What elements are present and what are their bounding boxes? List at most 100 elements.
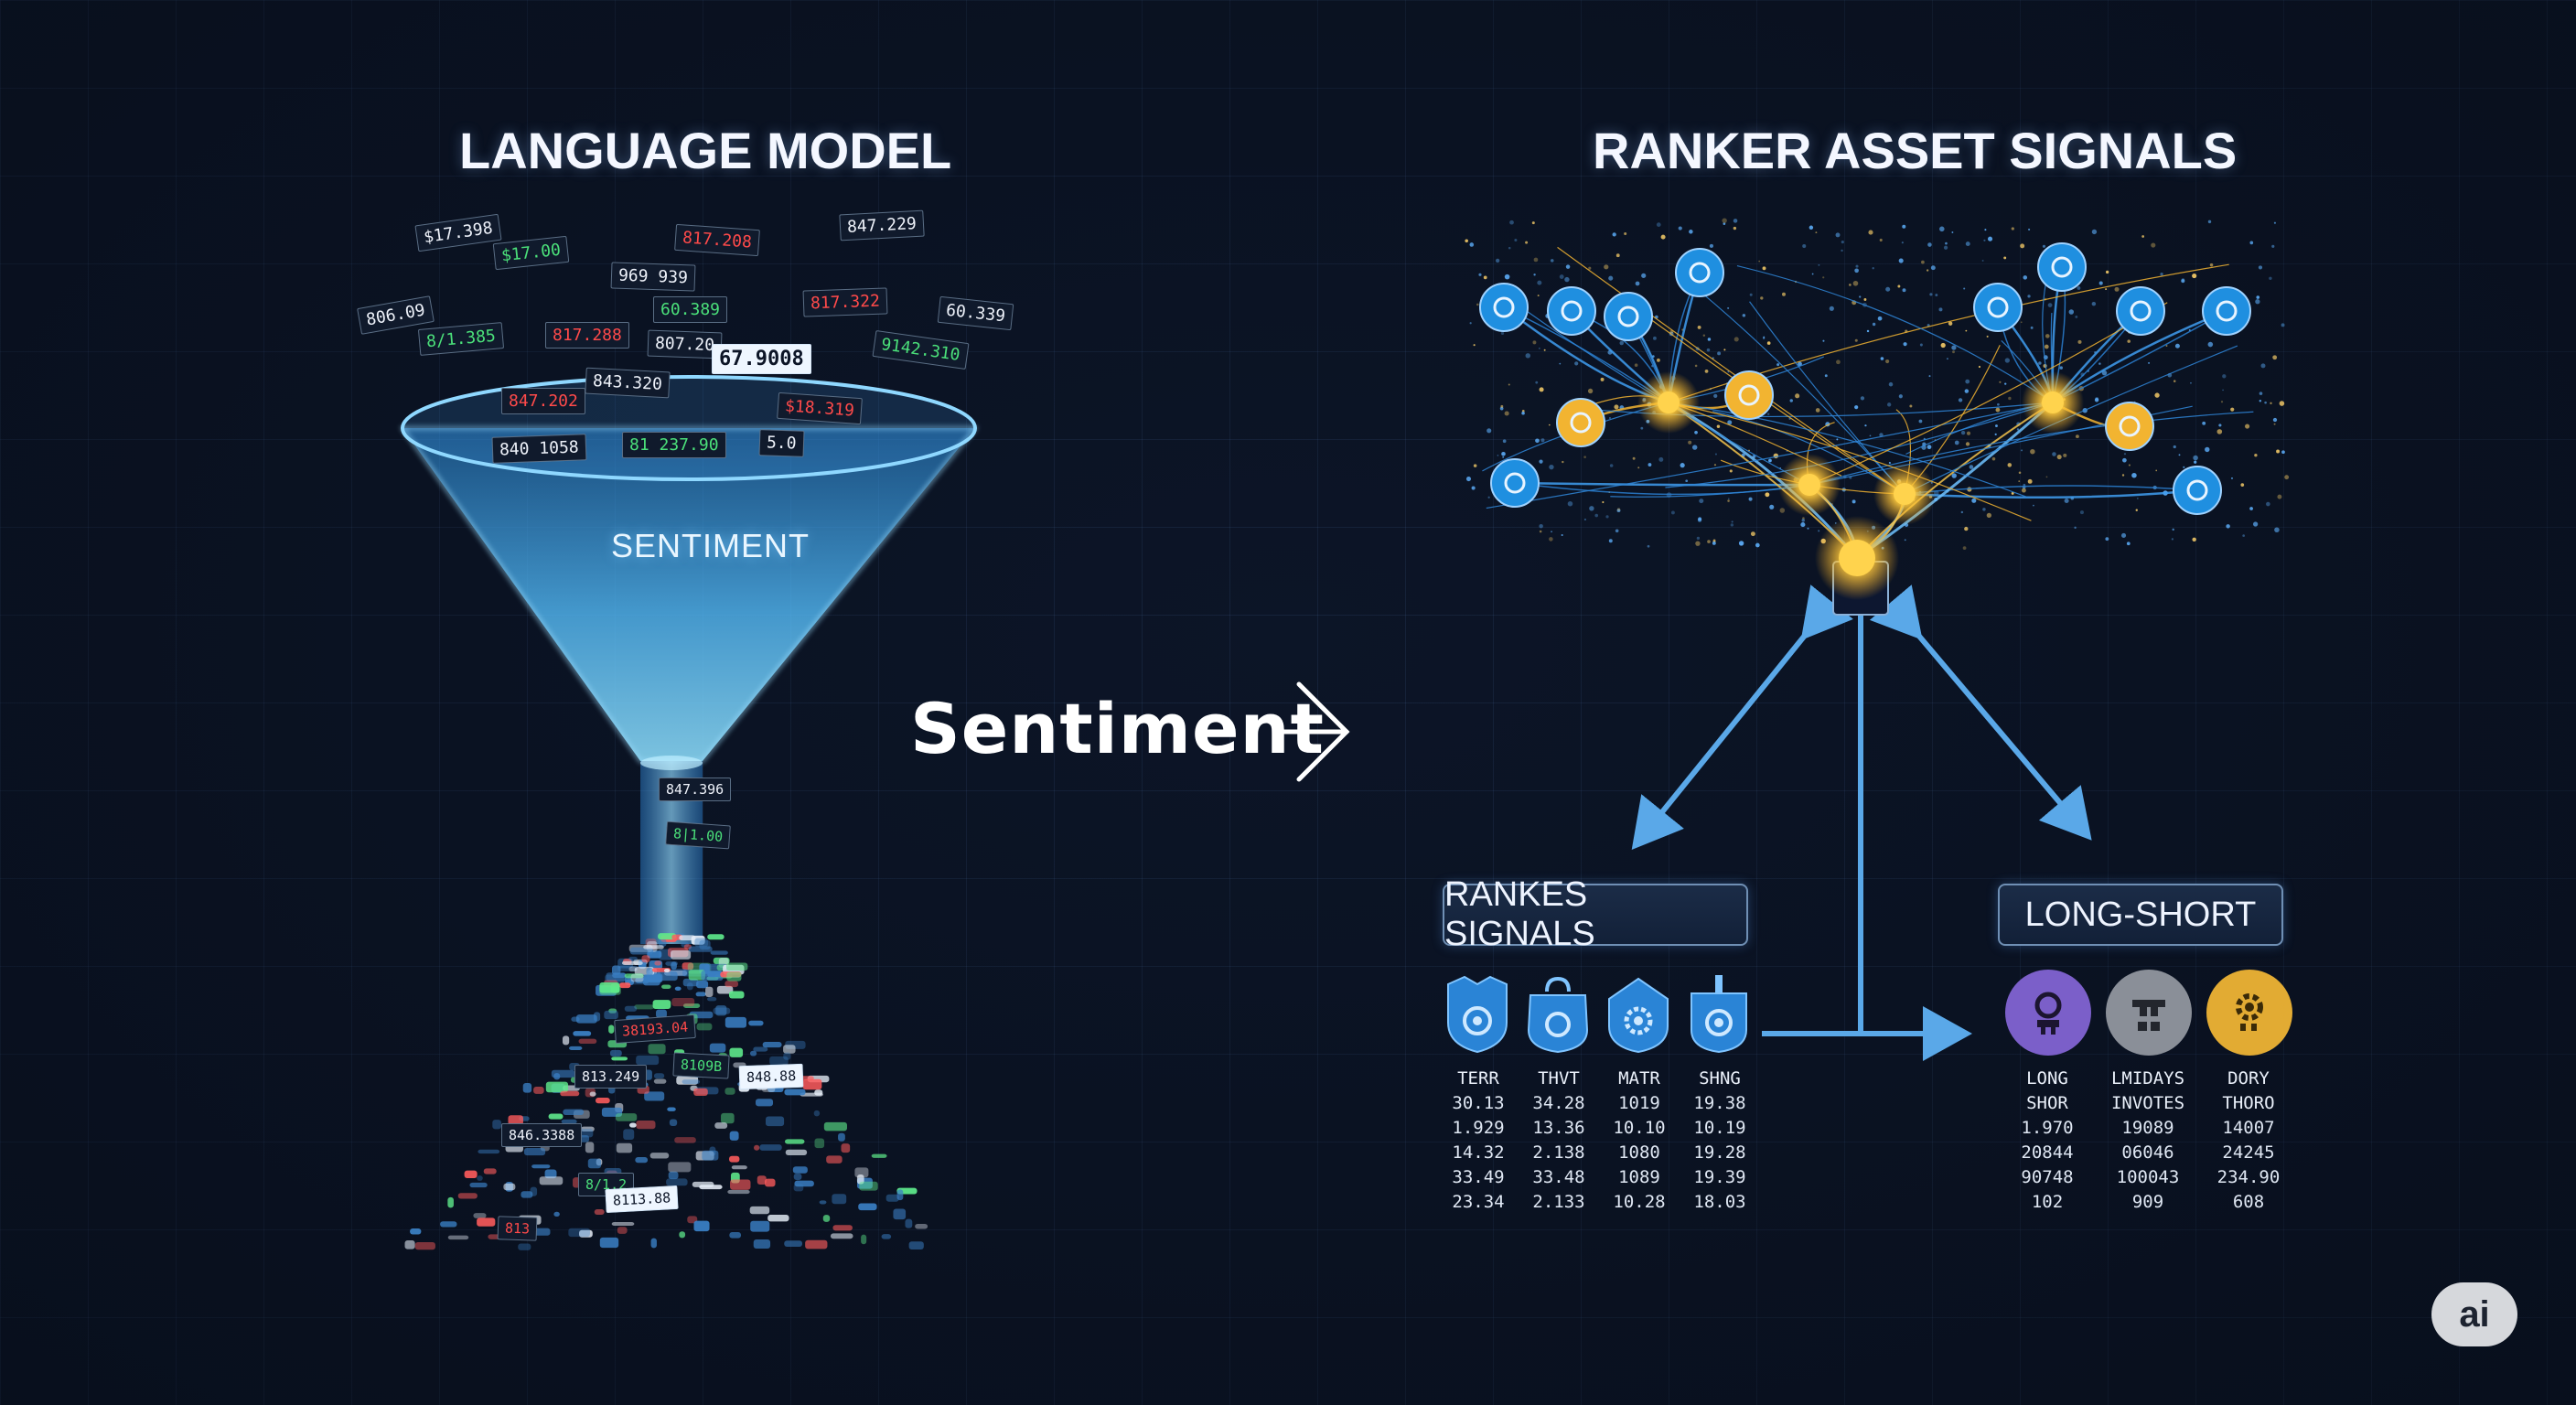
particle — [646, 967, 653, 976]
rankes-cell: 1089 — [1618, 1167, 1660, 1187]
particle — [886, 1194, 899, 1202]
particle — [823, 1121, 847, 1132]
network-dot — [1951, 473, 1957, 478]
network-dot — [1898, 258, 1904, 263]
network-dot — [2258, 265, 2263, 270]
particle — [624, 973, 644, 979]
network-dot — [1789, 399, 1793, 402]
network-dot — [2207, 341, 2214, 348]
particle — [832, 1225, 853, 1231]
blue-bag-icon — [1523, 975, 1593, 1054]
network-dot — [1964, 389, 1970, 393]
network-dot — [1918, 419, 1923, 424]
network-dot — [1762, 266, 1766, 271]
rankes-cell: 2.133 — [1532, 1192, 1585, 1212]
hub-node — [1839, 540, 1875, 576]
particle — [539, 1176, 564, 1185]
network-dot — [1537, 280, 1542, 285]
network-dot — [1969, 465, 1974, 469]
ai-badge[interactable]: ai — [2431, 1282, 2517, 1346]
network-dot — [1946, 358, 1948, 360]
network-dot — [1926, 269, 1929, 272]
particle — [654, 960, 661, 966]
network-dot — [1648, 463, 1652, 467]
network-dot — [1539, 459, 1543, 464]
data-tag: 81 237.90 — [622, 432, 726, 458]
network-dot — [1921, 260, 1925, 264]
particle — [682, 1079, 701, 1085]
network-dot — [1589, 506, 1594, 511]
particle — [764, 1178, 776, 1187]
network-dot — [1733, 337, 1739, 342]
network-dot — [2027, 478, 2033, 484]
network-dot — [1707, 540, 1711, 543]
network-dot — [1829, 306, 1834, 311]
network-dot — [1901, 241, 1904, 244]
network-dot — [1567, 500, 1573, 507]
particle — [822, 1215, 831, 1222]
network-dot — [2252, 521, 2259, 527]
network-dot — [1635, 281, 1640, 286]
network-dot — [1500, 404, 1504, 408]
network-dot — [2249, 241, 2254, 245]
particle — [688, 970, 705, 981]
gear-icon — [2206, 970, 2292, 1056]
network-dot — [2171, 538, 2174, 541]
particle — [671, 998, 695, 1007]
particle — [694, 938, 708, 948]
network-dot — [1738, 541, 1744, 546]
network-dot — [2230, 477, 2234, 479]
network-dot — [2230, 407, 2235, 412]
network-dot — [1704, 370, 1709, 373]
rankes-cell: 19.28 — [1693, 1142, 1746, 1163]
network-dot — [1987, 236, 1993, 241]
network-dot — [1508, 383, 1510, 386]
network-dot — [1888, 381, 1894, 387]
network-dot — [2042, 244, 2046, 248]
network-dot — [2030, 326, 2034, 329]
network-dot — [2059, 366, 2063, 370]
network-dot — [1469, 322, 1472, 325]
network-dot — [1981, 260, 1984, 262]
network-dot — [1822, 276, 1825, 279]
network-graph — [1465, 218, 2290, 560]
network-dot — [2021, 488, 2026, 493]
network-dot — [1615, 253, 1620, 258]
particle — [658, 938, 667, 947]
network-dot — [2281, 450, 2285, 455]
network-dot — [2068, 309, 2075, 315]
network-dot — [1689, 230, 1693, 234]
particle — [854, 1167, 869, 1178]
network-dot — [1902, 288, 1906, 293]
particle — [641, 955, 650, 963]
network-dot — [2181, 278, 2185, 282]
particle — [679, 935, 696, 941]
network-dot — [1927, 445, 1932, 450]
particle — [404, 1239, 415, 1249]
network-dot — [1731, 520, 1733, 523]
network-dot — [2045, 476, 2048, 478]
particle — [896, 1189, 904, 1201]
network-dot — [1574, 361, 1579, 366]
network-dot — [1940, 342, 1946, 349]
network-dot — [1614, 404, 1619, 410]
network-dot — [1615, 529, 1619, 533]
network-dot — [1471, 486, 1476, 490]
particle — [579, 1229, 593, 1238]
ls-cell: 90748 — [2021, 1167, 2074, 1187]
rankes-cell: 2.138 — [1532, 1142, 1585, 1163]
network-dot — [1952, 350, 1955, 354]
network-dot — [1852, 280, 1859, 286]
particle — [611, 1221, 635, 1227]
particle — [905, 1218, 913, 1228]
network-dot — [1818, 530, 1820, 532]
particle — [478, 1149, 500, 1154]
network-node-icon — [2116, 286, 2165, 336]
particle — [553, 1211, 560, 1217]
particle — [560, 1090, 580, 1097]
network-dot — [1697, 325, 1701, 329]
network-dot — [1624, 231, 1627, 235]
particle — [578, 1038, 597, 1044]
